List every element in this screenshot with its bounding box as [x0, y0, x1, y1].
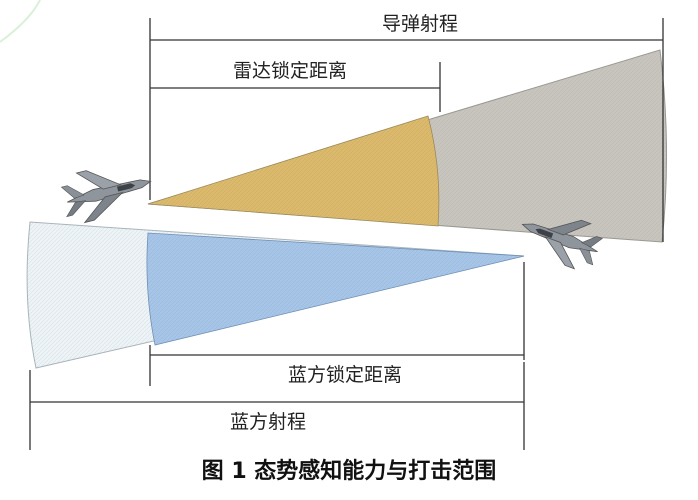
decorative-arc: [0, 0, 41, 43]
missile-range-label: 导弹射程: [382, 13, 458, 35]
blue-lock-sector: [146, 232, 525, 346]
blue-range-label: 蓝方射程: [230, 411, 306, 433]
red-fighter-jet-icon: [60, 170, 152, 224]
radar-lock-label: 雷达锁定距离: [233, 60, 347, 82]
blue-lock-label: 蓝方锁定距离: [288, 364, 402, 386]
radar-lock-sector: [147, 115, 440, 227]
figure-caption: 图 1 态势感知能力与打击范围: [202, 458, 497, 484]
blue-range-dimension: [29, 362, 525, 450]
missile-range-dimension: [149, 18, 664, 242]
blue-fighter-jet-icon: [521, 219, 604, 270]
radar-lock-dimension: [150, 62, 441, 112]
blue-lock-dimension: [149, 262, 525, 386]
